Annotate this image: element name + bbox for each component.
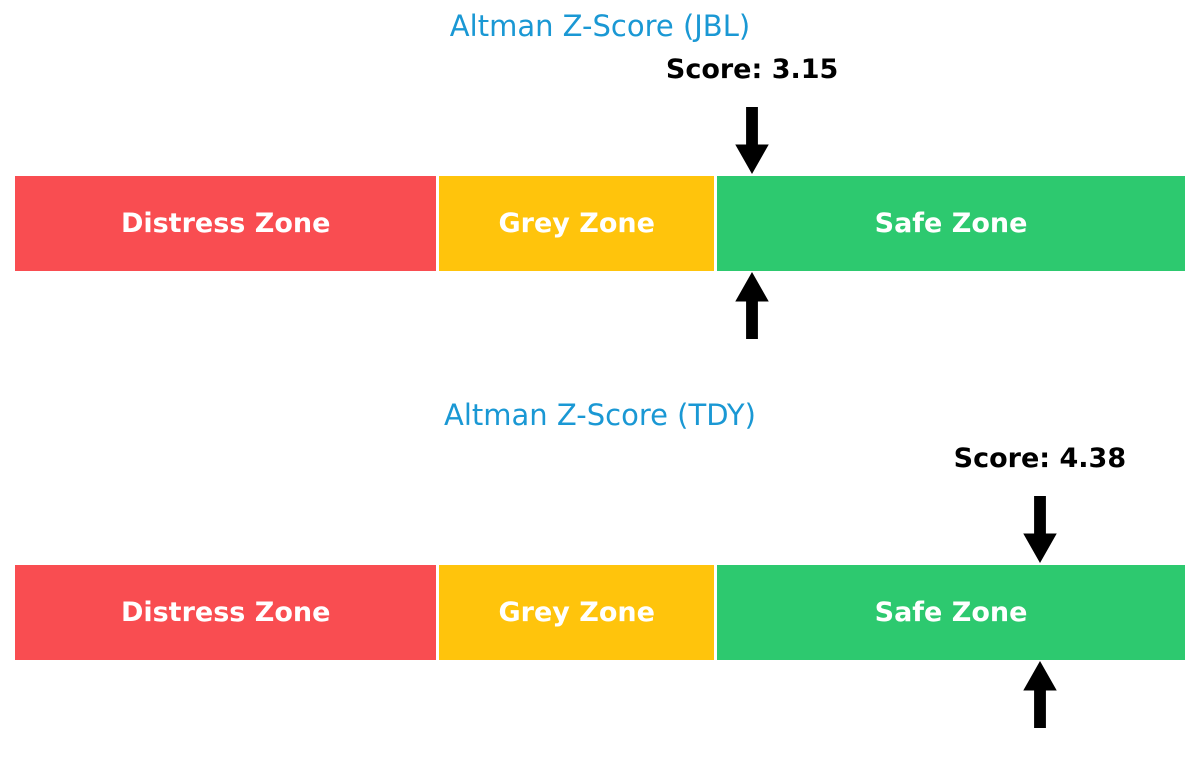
zone-label: Safe Zone [874,597,1028,628]
up-arrow-icon [1023,661,1057,728]
zone-grey: Grey Zone [439,565,715,660]
zone-label: Safe Zone [874,208,1028,239]
down-arrow-icon [735,107,769,174]
zone-label: Distress Zone [120,208,331,239]
zscore-chart-tdy: Altman Z-Score (TDY) Score: 4.38 Distres… [0,389,1200,734]
down-arrow-icon [1023,496,1057,563]
zone-label: Grey Zone [498,597,655,628]
zone-label: Grey Zone [498,208,655,239]
score-track: Score: 4.38 Distress Zone Grey Zone Safe… [15,389,1185,734]
zone-grey: Grey Zone [439,176,715,271]
chart-title: Altman Z-Score (TDY) [444,398,756,432]
zscore-chart-jbl: Altman Z-Score (JBL) Score: 3.15 Distres… [0,0,1200,345]
zone-distress: Distress Zone [15,176,437,271]
chart-title: Altman Z-Score (JBL) [449,9,751,43]
score-label: Score: 3.15 [665,54,839,85]
zone-bar: Distress Zone Grey Zone Safe Zone [15,565,1185,660]
up-arrow-icon [735,272,769,339]
score-label: Score: 4.38 [953,443,1127,474]
zone-label: Distress Zone [120,597,331,628]
zone-safe: Safe Zone [717,176,1185,271]
zone-bar: Distress Zone Grey Zone Safe Zone [15,176,1185,271]
zone-distress: Distress Zone [15,565,437,660]
zone-safe: Safe Zone [717,565,1185,660]
score-track: Score: 3.15 Distress Zone Grey Zone Safe… [15,0,1185,345]
